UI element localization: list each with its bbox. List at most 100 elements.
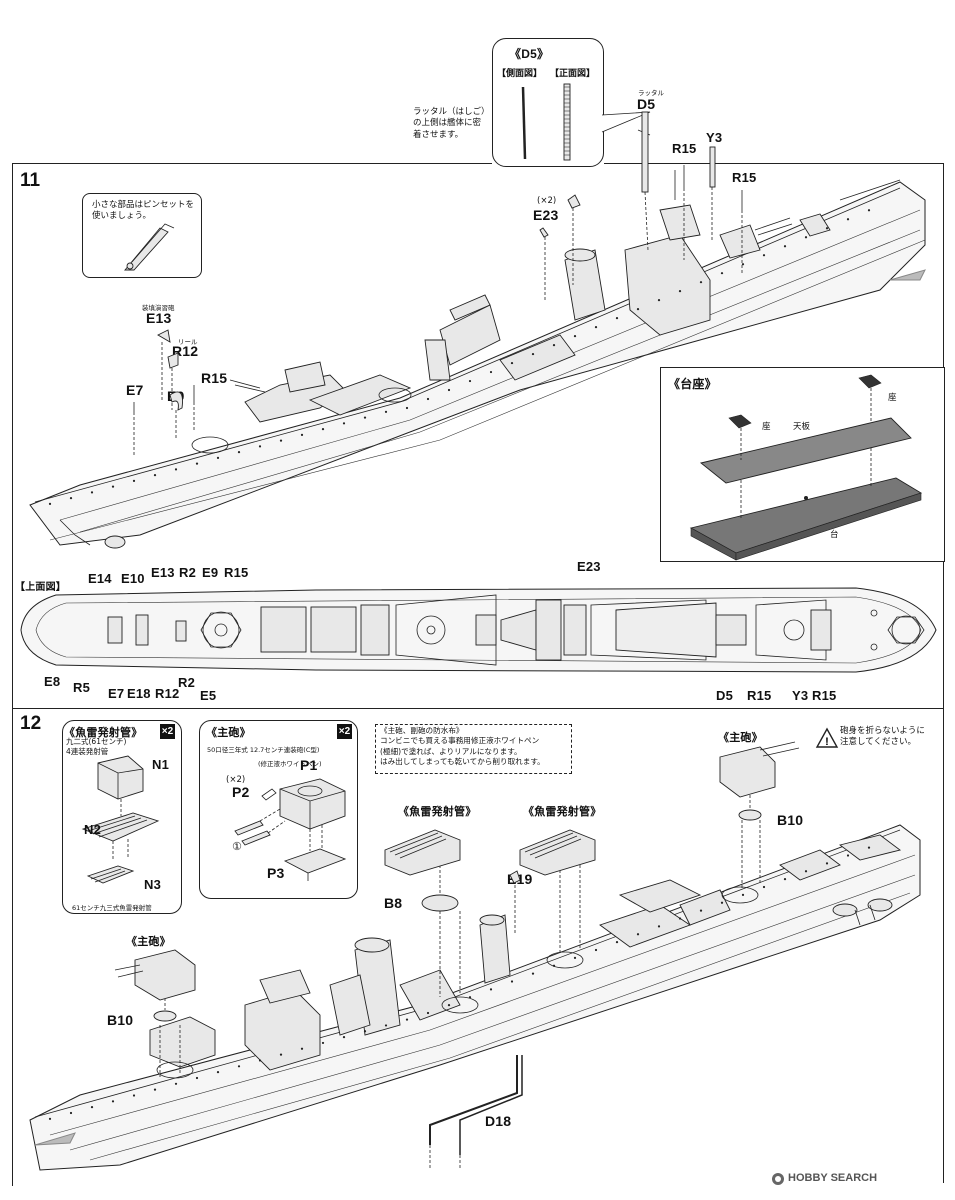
- torpedo-box-multiplier: ×2: [160, 724, 175, 739]
- rail-post: [510, 980, 514, 983]
- rail-post: [174, 468, 178, 471]
- rail-post: [762, 254, 766, 257]
- rail-post: [216, 456, 220, 459]
- rail-post: [699, 281, 703, 284]
- warning-note: 砲身を折らないように 注意してください。: [840, 726, 925, 748]
- label-e7: E7: [126, 382, 144, 398]
- step11-ship-drawing: [29, 111, 926, 549]
- svg-text:!: !: [825, 736, 829, 748]
- rail-post: [300, 433, 304, 436]
- rail-post: [342, 1035, 346, 1039]
- rail-post: [363, 416, 367, 419]
- rail-post: [321, 427, 325, 431]
- rail-post: [216, 1071, 220, 1074]
- warning-icon: !: [815, 727, 839, 748]
- label-p2: P2: [232, 784, 250, 800]
- main-gun-left-title: 《主砲》: [126, 936, 171, 948]
- step11-number: 11: [20, 170, 41, 191]
- tv-label-r15-right: R15: [747, 688, 772, 703]
- rail-post: [762, 885, 766, 889]
- rail-post: [237, 451, 241, 454]
- tweezers-icon: [124, 223, 175, 271]
- tv-label-y3: Y3: [792, 688, 809, 703]
- rail-post: [804, 236, 808, 239]
- torpedo-tube-drawing: [81, 755, 160, 884]
- label-r15-b: R15: [732, 170, 757, 185]
- step11-top-rule-right: [604, 163, 943, 164]
- step12-left-rule: [12, 708, 13, 1186]
- rail-post: [90, 491, 94, 494]
- ladder-drawing: [521, 83, 571, 161]
- rail-post: [783, 245, 787, 248]
- rail-post: [447, 388, 451, 392]
- rail-post: [174, 1082, 178, 1085]
- rail-post: [69, 497, 73, 500]
- torpedo-box: [62, 720, 182, 914]
- rail-post: [846, 854, 850, 857]
- main-gun-drawing: [234, 778, 347, 881]
- rail-post: [405, 406, 409, 410]
- rail-post: [867, 209, 871, 212]
- label-b10-right: B10: [777, 812, 804, 828]
- rail-post: [279, 1053, 283, 1056]
- rail-post: [237, 1065, 241, 1068]
- seat-left-label: 座: [762, 422, 771, 432]
- rail-post: [741, 263, 745, 266]
- rail-post: [510, 361, 514, 365]
- rail-post: [489, 988, 493, 991]
- rail-post: [615, 317, 619, 320]
- top-view-drawing: [20, 587, 937, 673]
- rail-post: [678, 917, 682, 920]
- label-p1: P1: [300, 757, 318, 773]
- main-gun-left-part: [114, 949, 196, 1001]
- d5-callout: [492, 38, 604, 167]
- rail-post: [279, 439, 283, 442]
- label-n3: N3: [144, 877, 162, 892]
- paint-note-box: [375, 724, 572, 774]
- d5-callout-title: 《D5》: [509, 47, 550, 61]
- rail-post: [426, 397, 430, 401]
- label-b8: B8: [384, 895, 403, 911]
- rail-post: [636, 933, 640, 936]
- gun-box: [199, 720, 358, 899]
- tweezers-note-box: [82, 193, 202, 278]
- rail-post: [48, 1117, 52, 1120]
- label-p3: P3: [267, 865, 285, 881]
- torpedo-right-title: 《魚雷発射管》: [523, 806, 602, 818]
- tv-label-r15-far: R15: [812, 688, 837, 703]
- rail-post: [825, 227, 829, 230]
- rail-post: [720, 272, 724, 275]
- main-gun-right-title: 《主砲》: [718, 732, 763, 744]
- rail-post: [741, 893, 745, 896]
- rail-post: [573, 956, 577, 959]
- e13-note: 装填演習砲: [142, 304, 175, 312]
- circle-1-marker: ①: [232, 840, 242, 853]
- reel-label: リール: [178, 338, 198, 346]
- seat-right-label: 座: [888, 393, 897, 403]
- side-view-label: 【側面図】: [497, 69, 543, 79]
- rail-post: [615, 941, 619, 944]
- label-d18: D18: [485, 1113, 512, 1129]
- rail-post: [111, 485, 115, 488]
- rail-post: [573, 335, 577, 338]
- tv-label-e23: E23: [577, 559, 601, 574]
- tv-label-e8: E8: [44, 674, 61, 689]
- rail-post: [594, 948, 598, 952]
- torpedo-mid-part: [384, 829, 461, 876]
- rail-post: [111, 1100, 115, 1103]
- rail-post: [321, 1041, 325, 1045]
- rail-post: [531, 972, 535, 975]
- rail-post: [531, 352, 535, 356]
- torpedo-right-part: [519, 829, 596, 876]
- label-n1: N1: [152, 757, 170, 772]
- label-d5: D5: [637, 96, 656, 112]
- top-plate-label: 天板: [793, 422, 811, 432]
- rail-post: [384, 1024, 388, 1027]
- rail-post: [153, 474, 157, 477]
- base-box-title: 《台座》: [668, 377, 717, 391]
- torpedo-box-title: 《魚雷発射管》: [64, 727, 143, 739]
- base-label: 台: [830, 530, 839, 540]
- gun-box-multiplier: ×2: [337, 724, 352, 739]
- step12-ship-drawing: [29, 785, 921, 1171]
- tv-label-r12: R12: [155, 686, 180, 701]
